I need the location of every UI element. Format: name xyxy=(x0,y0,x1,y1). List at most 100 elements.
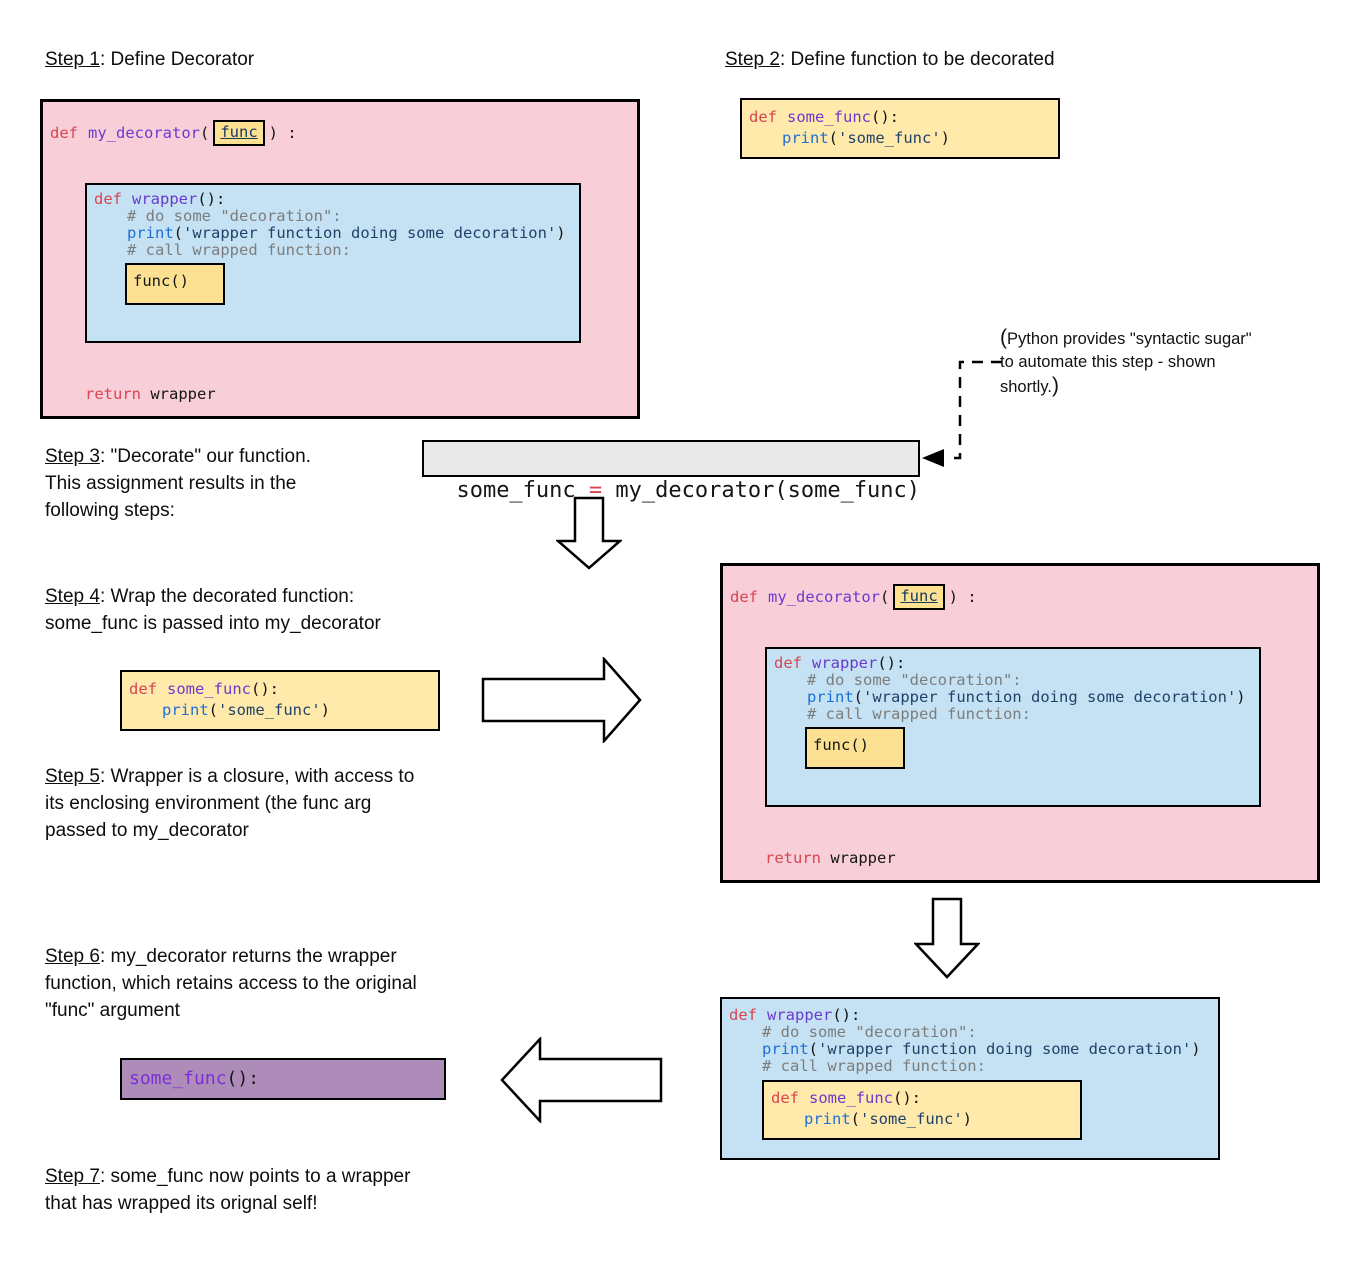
step1-heading: Step 1: Define Decorator xyxy=(45,46,254,73)
print-line: print('some_func') xyxy=(162,701,331,719)
keyword-print: print xyxy=(127,224,174,242)
keyword-print: print xyxy=(162,701,209,719)
step7-text: Step 7: some_func now points to a wrappe… xyxy=(45,1166,411,1214)
syntactic-sugar-note: (Python provides "syntactic sugar" to au… xyxy=(1000,326,1252,397)
decorator-signature: def my_decorator ( func ) : xyxy=(50,120,297,146)
keyword-def: def xyxy=(729,1006,757,1024)
down-arrow-icon xyxy=(914,897,980,979)
decorator-name: my_decorator xyxy=(88,124,200,142)
decorated-some-func-box: some_func(): xyxy=(120,1058,446,1100)
assignment-box: some_func = my_decorator(some_func) xyxy=(422,440,920,503)
wrapper-sig-end: (): xyxy=(197,190,226,208)
keyword-def: def xyxy=(94,190,122,208)
wrapper-result-box: def wrapper(): # do some "decoration": pr… xyxy=(720,997,1220,1160)
return-line: return wrapper xyxy=(765,849,896,868)
step5-label: Step 5 xyxy=(45,766,100,787)
step2-heading: Step 2: Define function to be decorated xyxy=(725,46,1055,73)
step3-text: Step 3: "Decorate" our function. This as… xyxy=(45,446,311,521)
paren-close: ) : xyxy=(948,588,977,606)
step2-label: Step 2 xyxy=(725,49,780,70)
wrapper-sig-end: (): xyxy=(832,1006,861,1024)
keyword-def: def xyxy=(730,588,758,606)
wrapper-sig-end: (): xyxy=(877,654,906,672)
keyword-print: print xyxy=(762,1040,809,1058)
comment-line: # call wrapped function: xyxy=(127,241,351,259)
print-string: 'some_func' xyxy=(860,1110,963,1128)
decorator-signature: def my_decorator ( func ) : xyxy=(730,584,977,610)
comment-line: # call wrapped function: xyxy=(762,1057,986,1075)
print-string: 'wrapper function doing some decoration' xyxy=(818,1040,1192,1058)
comment-line: # do some "decoration": xyxy=(127,207,342,225)
wrapper-name: wrapper xyxy=(767,1006,833,1024)
print-line: print('wrapper function doing some decor… xyxy=(762,1040,1201,1058)
return-line: return wrapper xyxy=(85,385,216,404)
keyword-return: return xyxy=(85,385,141,403)
step5-text: Step 5: Wrapper is a closure, with acces… xyxy=(45,766,415,841)
wrapper-signature: def wrapper(): xyxy=(774,655,1259,672)
paren-open: ( xyxy=(1000,326,1007,349)
keyword-def: def xyxy=(771,1089,799,1107)
right-arrow-icon xyxy=(481,657,642,743)
dashed-connector-arrow xyxy=(922,360,1002,467)
keyword-def: def xyxy=(129,680,157,698)
wrapper-name: wrapper xyxy=(132,190,198,208)
func-call-box: func() xyxy=(125,263,225,305)
print-string: 'some_func' xyxy=(218,701,321,719)
func-call: func() xyxy=(133,272,189,290)
keyword-def: def xyxy=(774,654,802,672)
keyword-print: print xyxy=(807,688,854,706)
paren-close: ) xyxy=(1051,374,1059,397)
comment-line: # call wrapped function: xyxy=(807,705,1031,723)
print-string: 'wrapper function doing some decoration' xyxy=(183,224,557,242)
paren-close: ) : xyxy=(268,124,297,142)
keyword-def: def xyxy=(50,124,78,142)
step4-label: Step 4 xyxy=(45,586,100,607)
print-line: print('some_func') xyxy=(782,129,951,147)
wrapper-box: def wrapper(): # do some "decoration": pr… xyxy=(85,183,581,343)
func-call-box: func() xyxy=(805,727,905,769)
print-line: print('wrapper function doing some decor… xyxy=(127,224,566,242)
step3-label: Step 3 xyxy=(45,446,100,467)
step7-label: Step 7 xyxy=(45,1166,100,1187)
func-param-box: func xyxy=(893,584,945,610)
print-line: print('some_func') xyxy=(804,1110,973,1128)
keyword-def: def xyxy=(749,108,777,126)
return-value: wrapper xyxy=(141,385,216,403)
decorator-name: my_decorator xyxy=(768,588,880,606)
down-arrow-icon xyxy=(556,496,622,570)
print-line: print('wrapper function doing some decor… xyxy=(807,688,1246,706)
paren-open: ( xyxy=(199,124,210,142)
func-param: func xyxy=(220,123,258,141)
some-func-name: some_func xyxy=(129,1068,227,1089)
assignment-lhs: some_func xyxy=(456,478,589,503)
assignment-rhs: my_decorator(some_func) xyxy=(602,478,921,503)
print-string: 'some_func' xyxy=(838,129,941,147)
func-param: func xyxy=(900,587,938,605)
return-value: wrapper xyxy=(821,849,896,867)
step4-text: Step 4: Wrap the decorated function: som… xyxy=(45,586,381,634)
step2-text: : Define function to be decorated xyxy=(779,49,1055,70)
keyword-print: print xyxy=(782,129,829,147)
step6-text: Step 6: my_decorator returns the wrapper… xyxy=(45,946,417,1021)
step1-label: Step 1 xyxy=(45,49,100,70)
comment-line: # do some "decoration": xyxy=(762,1023,977,1041)
wrapper-signature: def wrapper(): xyxy=(94,191,579,208)
wrapper-signature: def wrapper(): xyxy=(729,1007,1218,1024)
keyword-print: print xyxy=(804,1110,851,1128)
func-call: func() xyxy=(813,736,869,754)
func-param-box: func xyxy=(213,120,265,146)
print-string: 'wrapper function doing some decoration' xyxy=(863,688,1237,706)
some-func-name: some_func xyxy=(787,108,871,126)
wrapper-name: wrapper xyxy=(812,654,878,672)
step1-text: : Define Decorator xyxy=(99,49,255,70)
paren-open: ( xyxy=(879,588,890,606)
